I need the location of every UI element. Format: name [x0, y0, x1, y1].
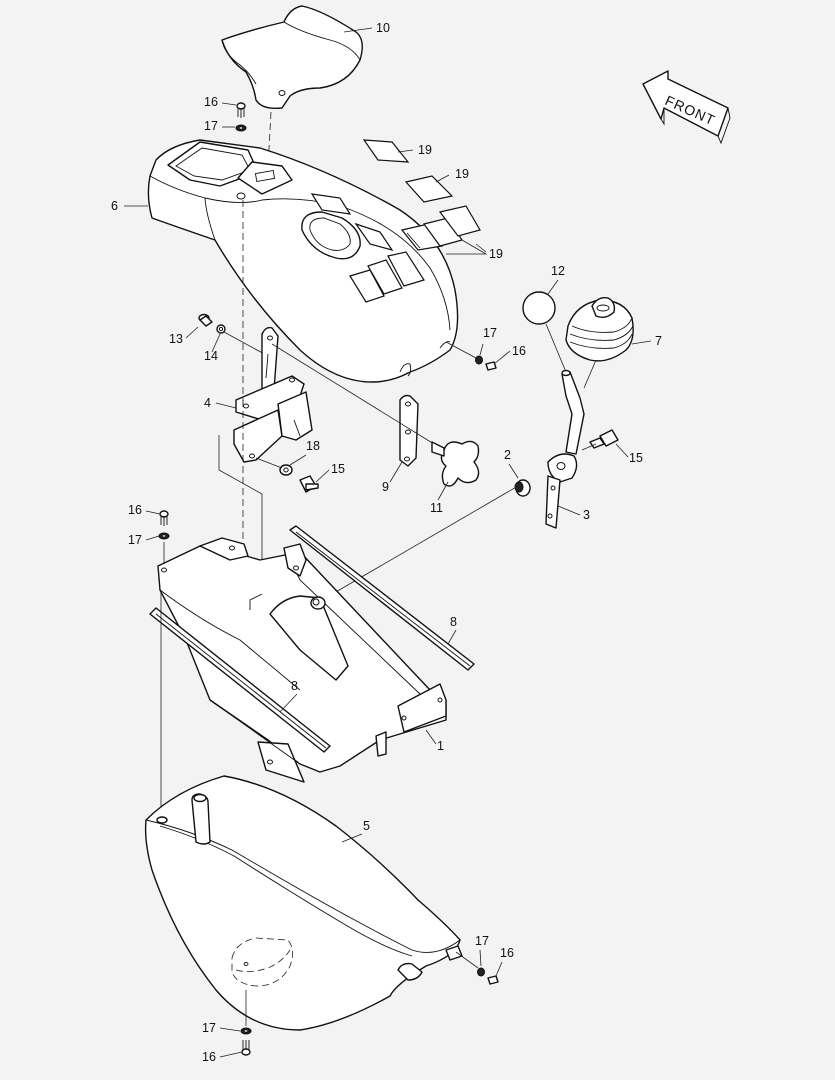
callout-4: 4: [204, 396, 211, 410]
bolt-15-right: [589, 429, 619, 449]
part-10-knob: [221, 5, 363, 110]
callout-16-right: 16: [512, 344, 526, 358]
front-arrow: FRONT: [642, 70, 731, 145]
callout-13: 13: [169, 332, 183, 346]
bolt-13: [198, 313, 226, 334]
part-5-lower-tray: [144, 775, 463, 1031]
screw-16-bottom-right: [477, 967, 499, 985]
part-3-gear-lever: [545, 369, 585, 529]
callout-16-bottom-right: 16: [500, 946, 514, 960]
callout-15-right: 15: [629, 451, 643, 465]
part-19-stickers: [362, 139, 481, 251]
part-9-link: [399, 394, 419, 467]
callout-15-mid: 15: [331, 462, 345, 476]
callout-8-right: 8: [450, 615, 457, 629]
callout-17-bottom: 17: [202, 1021, 216, 1035]
callout-1: 1: [437, 739, 444, 753]
callout-18: 18: [306, 439, 320, 453]
washer-18: [279, 464, 293, 476]
part-1-base-frame: [157, 537, 447, 783]
callout-11: 11: [430, 501, 443, 515]
part-8-rail-left: [149, 607, 331, 753]
callout-19-b: 19: [455, 167, 469, 181]
screw-16-right: [475, 355, 497, 371]
callout-17-bottom-right: 17: [475, 934, 489, 948]
callout-7: 7: [655, 334, 662, 348]
callout-3: 3: [583, 508, 590, 522]
callout-19-a: 19: [418, 143, 432, 157]
callout-16-top: 16: [204, 95, 218, 109]
part-12-ball-knob: [522, 291, 556, 325]
callout-leaders: [124, 27, 652, 1058]
part-8-rail-right: [289, 525, 475, 671]
part-2-bushing: [514, 479, 531, 497]
callout-6: 6: [111, 199, 118, 213]
callout-8-left: 8: [291, 679, 298, 693]
callout-9: 9: [382, 480, 389, 494]
callout-10: 10: [376, 21, 390, 35]
part-6-upper-cover: [147, 139, 459, 383]
callout-14: 14: [204, 349, 218, 363]
part-7-boot: [565, 296, 634, 362]
screw-16-top: [235, 102, 247, 132]
callout-17-left: 17: [128, 533, 142, 547]
screw-16-left: [158, 510, 170, 540]
callout-17-right: 17: [483, 326, 497, 340]
callout-16-left: 16: [128, 503, 142, 517]
part-4-bracket: [233, 326, 313, 463]
callout-2: 2: [504, 448, 511, 462]
bolt-15-mid: [299, 475, 319, 493]
part-11-star-knob: [431, 440, 480, 487]
callout-5: 5: [363, 819, 370, 833]
callout-12: 12: [551, 264, 565, 278]
screw-16-bottom: [240, 1027, 252, 1056]
callout-19-c: 19: [489, 247, 503, 261]
callout-16-bottom: 16: [202, 1050, 216, 1064]
callout-17-top: 17: [204, 119, 218, 133]
